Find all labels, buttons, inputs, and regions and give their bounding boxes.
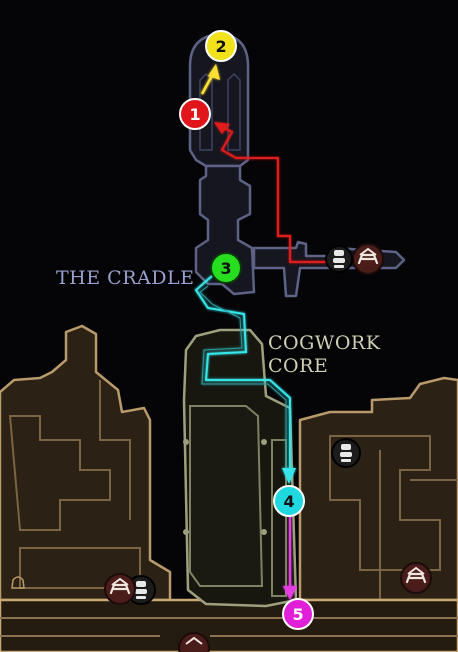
lower-left-inner-3	[99, 380, 131, 520]
cogwork-inner-chamber	[189, 405, 264, 587]
bench-icon[interactable]	[352, 243, 384, 275]
route-yellow-arrowhead	[208, 64, 220, 80]
cogwork-shaft	[271, 439, 287, 597]
svg-text:5: 5	[292, 605, 303, 624]
route-lines	[194, 64, 338, 600]
waypoint-4[interactable]: 4	[273, 485, 305, 517]
bench-icon[interactable]	[178, 632, 210, 652]
area-label-line: CORE	[268, 355, 329, 377]
svg-text:4: 4	[283, 492, 294, 511]
waypoint-1[interactable]: 1	[179, 98, 211, 130]
svg-text:2: 2	[215, 37, 226, 56]
lower-right-inner-2	[379, 450, 458, 600]
waypoint-2[interactable]: 2	[205, 30, 237, 62]
route-magenta-arrowhead	[283, 586, 297, 600]
bench-icon[interactable]	[104, 573, 136, 605]
area-label-line: COGWORK	[268, 332, 381, 354]
waypoints: 2 1 3 4 5	[179, 30, 314, 630]
lower-left-structure	[0, 324, 172, 602]
area-label-cogwork-core: COGWORK CORE	[268, 332, 380, 378]
lower-left-inner-1	[8, 415, 111, 531]
cogwork-node	[261, 439, 267, 445]
route-cyan	[194, 275, 291, 470]
cogwork-node	[183, 439, 189, 445]
bench-icon[interactable]	[400, 562, 432, 594]
route-red	[215, 123, 338, 263]
route-cyan-arrowhead	[282, 468, 296, 484]
map-markers	[11, 243, 432, 652]
rest-icon[interactable]	[325, 245, 353, 273]
route-cyan-inner	[199, 285, 287, 470]
lower-floor-band	[0, 598, 458, 652]
svg-text:3: 3	[220, 259, 231, 278]
lower-right-inner-1	[329, 435, 441, 571]
waypoint-3[interactable]: 3	[210, 252, 242, 284]
cogwork-node	[183, 529, 189, 535]
cogwork-node	[261, 529, 267, 535]
waypoint-5[interactable]: 5	[282, 598, 314, 630]
svg-text:1: 1	[189, 105, 200, 124]
area-label-the-cradle: THE CRADLE	[56, 267, 195, 289]
rest-icon[interactable]	[331, 438, 361, 468]
route-red-arrowhead	[214, 122, 230, 134]
bell-icon	[11, 576, 25, 589]
lower-floor-lines	[0, 617, 458, 637]
